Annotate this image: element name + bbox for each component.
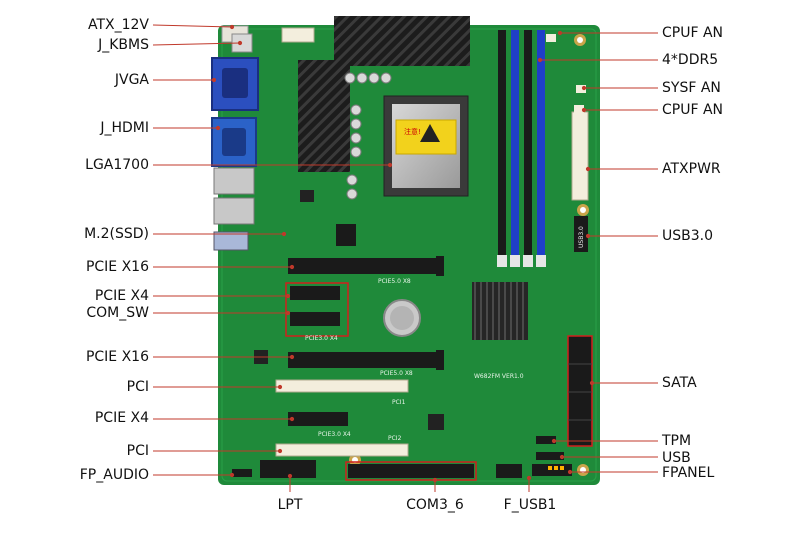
callout-dot bbox=[559, 454, 565, 460]
usb3-header bbox=[574, 216, 588, 252]
dimm-slot-1 bbox=[498, 30, 506, 266]
pcie-x8-silk: PCIE5.0 X8 bbox=[378, 278, 411, 285]
label-com3-6: COM3_6 bbox=[406, 497, 464, 513]
label-cpufan-2: CPUF AN bbox=[662, 102, 724, 118]
m2-slot bbox=[336, 224, 356, 246]
label-pci-1: PCI bbox=[126, 379, 149, 395]
pci-slot-1 bbox=[275, 379, 409, 393]
callout-dot bbox=[285, 310, 291, 316]
callout-line bbox=[152, 42, 241, 46]
vrm-heatsink-left bbox=[298, 60, 350, 172]
callout-lines bbox=[152, 24, 658, 492]
label-pcie-x16-1: PCIE X16 bbox=[85, 259, 149, 275]
label-tpm: TPM bbox=[662, 433, 692, 449]
pcie-x16-slot-2 bbox=[288, 352, 440, 368]
chipset-heatsink bbox=[472, 282, 528, 340]
callout-dot bbox=[432, 477, 438, 483]
callout-line bbox=[152, 24, 233, 28]
lpt-header bbox=[260, 460, 316, 478]
label-pci-2: PCI bbox=[126, 443, 149, 459]
callout-dot bbox=[589, 380, 595, 386]
callout-dot bbox=[537, 57, 543, 63]
label-sata: SATA bbox=[662, 375, 697, 391]
callout-dot bbox=[215, 125, 221, 131]
callout-dot bbox=[281, 231, 287, 237]
pcie-x16-slot-1 bbox=[288, 258, 440, 274]
label-j-kbms: J_KBMS bbox=[98, 37, 149, 53]
callout-dot bbox=[237, 40, 243, 46]
callout-dot bbox=[229, 24, 235, 30]
pcie-x4-slot-3 bbox=[288, 412, 348, 426]
callout-dot bbox=[211, 77, 217, 83]
pci-slot-2 bbox=[275, 443, 409, 457]
label-sysfan: SYSF AN bbox=[662, 80, 721, 96]
callout-dot bbox=[581, 85, 587, 91]
usb-header bbox=[536, 452, 564, 460]
callout-dot bbox=[287, 473, 293, 479]
label-lga1700: LGA1700 bbox=[85, 157, 149, 173]
label-fpanel: FPANEL bbox=[662, 465, 715, 481]
label-m2-ssd: M.2(SSD) bbox=[84, 226, 149, 242]
board-model-silk: W682FM VER1.0 bbox=[474, 373, 524, 380]
callout-dot bbox=[567, 469, 573, 475]
f-usb1-header bbox=[496, 464, 522, 478]
label-fp-audio: FP_AUDIO bbox=[79, 467, 149, 483]
label-atxpwr: ATXPWR bbox=[662, 161, 721, 177]
label-lpt: LPT bbox=[277, 497, 303, 513]
pcie-x4-slot-2 bbox=[290, 312, 340, 326]
label-pcie-x16-2: PCIE X16 bbox=[85, 349, 149, 365]
socket-warning-text: 注意! bbox=[404, 127, 421, 136]
dimm-slot-2 bbox=[511, 30, 519, 266]
callout-dot bbox=[585, 233, 591, 239]
pcie-x4-silk-a: PCIE3.0 X4 bbox=[305, 335, 338, 342]
label-com-sw: COM_SW bbox=[86, 305, 149, 321]
atxpwr-connector bbox=[571, 111, 589, 201]
label-j-hdmi: J_HDMI bbox=[100, 120, 149, 136]
callout-dot bbox=[229, 472, 235, 478]
callout-dot bbox=[289, 416, 295, 422]
label-jvga: JVGA bbox=[114, 72, 149, 88]
label-usb: USB bbox=[662, 450, 691, 466]
callout-dot bbox=[289, 354, 295, 360]
callout-dot bbox=[557, 30, 563, 36]
com3-6-headers bbox=[348, 464, 474, 478]
callout-dot bbox=[285, 293, 291, 299]
callout-dot bbox=[551, 438, 557, 444]
label-pcie-x4-1: PCIE X4 bbox=[94, 288, 149, 304]
pcie-x4-silk-b: PCIE3.0 X4 bbox=[318, 431, 351, 438]
highlight-pcie-x4 bbox=[285, 282, 349, 337]
label-ddr5: 4*DDR5 bbox=[662, 52, 719, 68]
label-pcie-x4-2: PCIE X4 bbox=[94, 410, 149, 426]
dimm-slot-3 bbox=[524, 30, 532, 266]
pcie-x4-slot-1 bbox=[290, 286, 340, 300]
callout-dot bbox=[585, 166, 591, 172]
tpm-header bbox=[536, 436, 556, 444]
callout-dot bbox=[387, 162, 393, 168]
usb3-header-label: USB3.0 bbox=[578, 226, 585, 248]
fp-audio-header bbox=[232, 469, 252, 477]
callout-dot bbox=[581, 107, 587, 113]
callout-dot bbox=[277, 448, 283, 454]
pcie-x16-silk-b: PCIE5.0 X8 bbox=[380, 370, 413, 377]
label-cpufan-1: CPUF AN bbox=[662, 25, 724, 41]
callout-dot bbox=[289, 264, 295, 270]
callout-dot bbox=[526, 475, 532, 481]
label-f-usb1: F_USB1 bbox=[503, 497, 557, 513]
dimm-slot-4 bbox=[537, 30, 545, 266]
callout-dot bbox=[277, 384, 283, 390]
label-atx-12v: ATX_12V bbox=[87, 17, 149, 33]
label-usb30: USB3.0 bbox=[662, 228, 714, 244]
sata-ports bbox=[568, 336, 592, 446]
vrm-heatsink-top bbox=[334, 16, 470, 66]
pci2-silk: PCI2 bbox=[388, 435, 402, 442]
pci1-silk: PCI1 bbox=[392, 399, 406, 406]
